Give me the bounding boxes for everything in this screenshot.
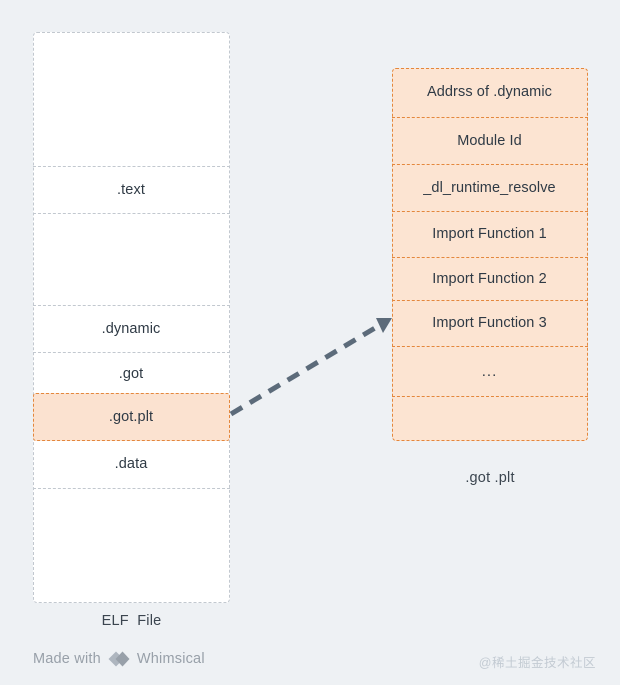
- elf-file-caption: ELF File: [101, 613, 162, 629]
- got-row-dl-runtime-resolve[interactable]: _dl_runtime_resolve: [391, 165, 588, 212]
- made-with-label: Made with: [33, 651, 101, 667]
- got-row-label: Addrss of .dynamic: [426, 84, 553, 100]
- got-plt-caption: .got .plt: [465, 470, 515, 486]
- elf-file-box[interactable]: .text .dynamic .got .got.plt .data: [32, 32, 230, 604]
- elf-row-label: .got.plt: [108, 408, 154, 425]
- got-row-label: Import Function 2: [432, 270, 547, 287]
- got-row-ellipsis[interactable]: ...: [391, 347, 588, 397]
- whimsical-logo-icon: [108, 650, 130, 668]
- got-row-import-function-1[interactable]: Import Function 1: [391, 212, 588, 258]
- elf-row-blank-bottom[interactable]: [33, 489, 230, 604]
- got-row-label: Module Id: [457, 132, 522, 149]
- got-row-label: Import Function 3: [432, 315, 547, 331]
- connector-line: [229, 322, 382, 417]
- elf-row-blank-top[interactable]: [32, 32, 230, 167]
- elf-row-got-plt[interactable]: .got.plt: [32, 392, 230, 441]
- got-row-import-function-2[interactable]: Import Function 2: [391, 258, 588, 301]
- elf-row-label: .data: [114, 456, 148, 472]
- elf-row-label: .text: [117, 181, 145, 198]
- got-row-label: Import Function 1: [432, 226, 547, 242]
- elf-row-label: .got: [118, 365, 144, 382]
- elf-row-label: .dynamic: [101, 320, 161, 337]
- elf-row-got[interactable]: .got: [33, 353, 230, 395]
- connector-arrowhead: [376, 318, 392, 333]
- got-row-module-id[interactable]: Module Id: [391, 118, 588, 165]
- elf-row-text[interactable]: .text: [32, 167, 230, 214]
- got-plt-box[interactable]: Addrss of .dynamic Module Id _dl_runtime…: [391, 68, 588, 443]
- got-row-blank[interactable]: [392, 397, 588, 443]
- elf-row-blank-mid[interactable]: [32, 214, 230, 306]
- community-watermark: @稀土掘金技术社区: [478, 656, 596, 670]
- got-row-label: ...: [481, 362, 498, 380]
- whimsical-credit[interactable]: Made with Whimsical: [33, 650, 205, 668]
- got-row-label: _dl_runtime_resolve: [423, 179, 556, 196]
- elf-row-dynamic[interactable]: .dynamic: [32, 306, 230, 353]
- got-row-addrss-of-dynamic[interactable]: Addrss of .dynamic: [391, 68, 588, 118]
- got-row-import-function-3[interactable]: Import Function 3: [391, 301, 588, 347]
- whimsical-brand-label: Whimsical: [136, 651, 205, 667]
- elf-row-data[interactable]: .data: [32, 441, 230, 489]
